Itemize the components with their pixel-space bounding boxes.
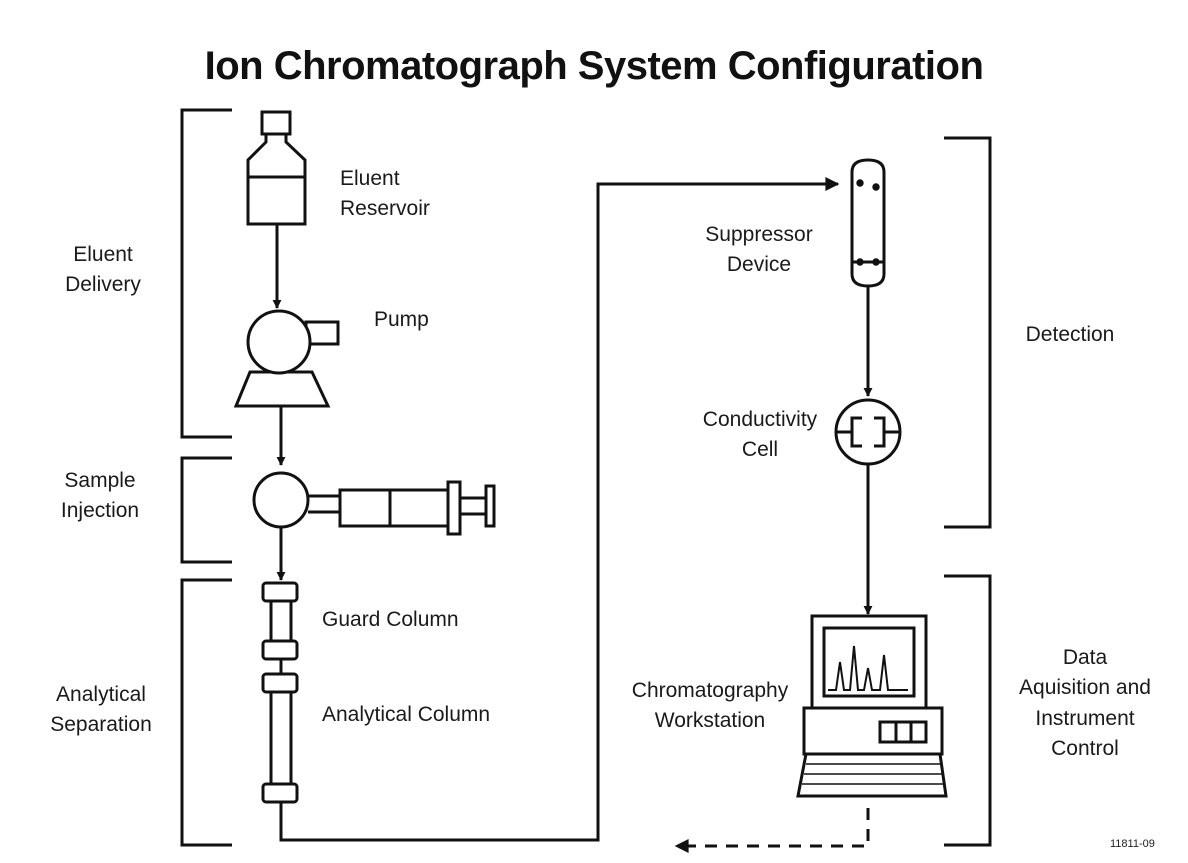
stage-label-analytical-separation: Analytical Separation xyxy=(36,680,166,741)
guard-column-icon xyxy=(261,581,299,661)
component-label-line: Chromatography xyxy=(631,679,789,702)
component-label-line: Guard Column xyxy=(322,608,459,631)
label-chromatography-workstation: Chromatography Workstation xyxy=(614,676,806,737)
stage-label-line: Aquisition and xyxy=(1019,676,1151,700)
injection-valve-icon xyxy=(252,471,310,529)
waste-output-dashed-arrow xyxy=(674,808,870,853)
stage-label-line: Eluent xyxy=(73,243,133,266)
bracket-eluent-delivery xyxy=(180,108,232,439)
component-label-line: Pump xyxy=(374,308,429,331)
label-guard-column: Guard Column xyxy=(322,605,459,635)
pump-icon xyxy=(233,309,340,408)
component-label-line: Analytical Column xyxy=(322,703,491,726)
suppressor-device-icon xyxy=(850,158,886,288)
component-label-line: Device xyxy=(726,253,792,277)
label-analytical-column: Analytical Column xyxy=(322,700,490,730)
component-label-line: Eluent xyxy=(340,167,400,190)
stage-label-line: Data xyxy=(1062,646,1108,669)
syringe-icon xyxy=(308,480,496,536)
stage-label-line: Delivery xyxy=(65,273,141,297)
stage-label-detection: Detection xyxy=(1010,320,1130,350)
stage-label-line: Analytical xyxy=(56,683,146,706)
stage-label-sample-injection: Sample Injection xyxy=(44,466,156,527)
stage-label-line: Sample xyxy=(64,469,136,492)
component-label-line: Conductivity xyxy=(702,408,818,431)
flow-line-column-to-suppressor xyxy=(279,177,840,842)
bracket-sample-injection xyxy=(180,456,232,564)
stage-label-line: Separation xyxy=(50,713,152,737)
label-conductivity-cell: Conductivity Cell xyxy=(690,405,830,466)
component-label-line: Cell xyxy=(741,438,779,462)
component-label-line: Workstation xyxy=(654,709,766,733)
eluent-reservoir-icon xyxy=(246,110,307,226)
label-pump: Pump xyxy=(374,305,429,335)
stage-label-data-acquisition: Data Aquisition and Instrument Control xyxy=(1010,643,1160,765)
component-label-line: Reservoir xyxy=(340,197,430,221)
bracket-analytical-separation xyxy=(180,578,232,847)
diagram-title: Ion Chromatograph System Configuration xyxy=(204,44,984,88)
stage-label-line: Control xyxy=(1051,737,1119,761)
figure-number: 11811-09 xyxy=(1110,838,1155,850)
component-label-line: Suppressor xyxy=(705,223,813,246)
conductivity-cell-icon xyxy=(834,398,902,466)
stage-label-line: Detection xyxy=(1025,323,1115,346)
stage-label-line: Instrument xyxy=(1035,706,1135,730)
bracket-data-acquisition xyxy=(944,574,992,847)
workstation-icon xyxy=(796,614,948,798)
label-eluent-reservoir: Eluent Reservoir xyxy=(340,164,430,225)
stage-label-line: Injection xyxy=(60,499,140,523)
analytical-column-icon xyxy=(261,672,299,804)
stage-label-eluent-delivery: Eluent Delivery xyxy=(48,240,158,301)
label-suppressor-device: Suppressor Device xyxy=(694,220,824,281)
bracket-detection xyxy=(944,136,992,529)
